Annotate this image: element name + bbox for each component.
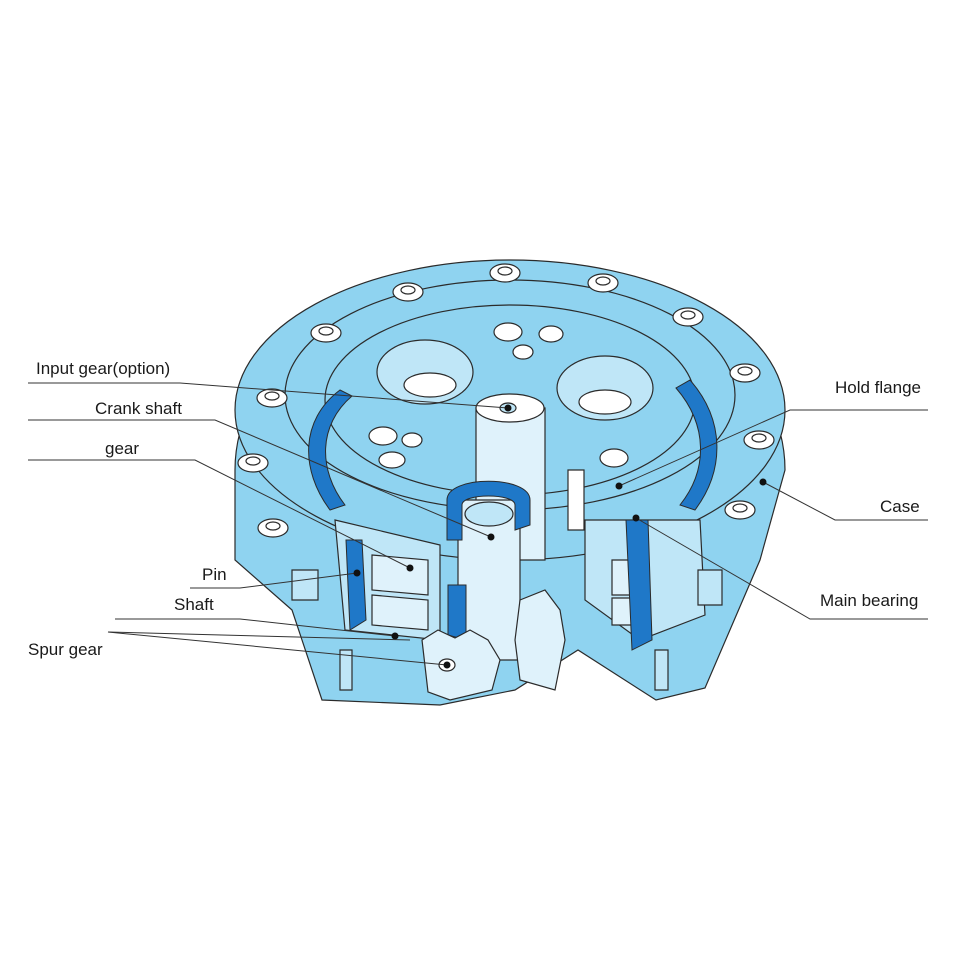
crank-shaft-top	[464, 501, 514, 527]
main-bearing-left-section	[345, 539, 367, 631]
flange-holes	[368, 322, 654, 469]
crank-shaft-bearing	[446, 480, 531, 541]
bolt-hole	[401, 432, 423, 448]
leader-dot-crank-shaft	[487, 533, 495, 541]
label-spur-gear: Spur gear	[28, 640, 103, 659]
reducer-illustration	[234, 259, 786, 706]
leader-dot-pin	[353, 569, 361, 577]
bolt-hole	[538, 325, 564, 343]
leader-dot-input-gear	[504, 404, 512, 412]
label-hold-flange: Hold flange	[835, 378, 921, 397]
leader-pin	[190, 572, 358, 589]
leader-spur-gear-upper	[107, 631, 411, 641]
leader-dot-main-bearing	[632, 514, 640, 522]
bolt	[310, 323, 342, 343]
flange-hole-large-bore	[578, 389, 632, 415]
label-crank-shaft: Crank shaft	[95, 399, 182, 418]
bolt-hole	[378, 451, 406, 469]
label-pin: Pin	[202, 565, 227, 584]
shaft-post	[654, 649, 669, 691]
callout-labels: Input gear(option) Crank shaft gear Pin …	[28, 359, 921, 659]
bolt	[743, 430, 775, 450]
spur-gear-right	[514, 589, 566, 691]
crank-shaft-bearing-lower	[447, 584, 467, 641]
leader-hold-flange	[618, 409, 928, 487]
bolt-hole	[368, 426, 398, 446]
bolt	[237, 453, 269, 473]
leader-gear	[28, 459, 411, 569]
rv-gear-block-left	[371, 554, 429, 596]
bolt-hole	[493, 322, 523, 342]
leader-lines	[28, 382, 928, 669]
spur-gear	[421, 629, 501, 701]
flange-hole-large-bore	[403, 372, 457, 398]
bolt	[257, 518, 289, 538]
label-gear: gear	[105, 439, 139, 458]
leader-dot-spur-gear	[443, 661, 451, 669]
rim-bolts	[237, 263, 775, 538]
bolt-hole	[512, 344, 534, 360]
leader-dot-case	[759, 478, 767, 486]
leader-dot-hold-flange	[615, 482, 623, 490]
shaft-post	[339, 649, 353, 691]
bolt	[587, 273, 619, 293]
leader-dot-gear	[406, 564, 414, 572]
leader-shaft	[115, 618, 396, 637]
label-main-bearing: Main bearing	[820, 591, 918, 610]
bolt-hole	[599, 448, 629, 468]
leader-crank-shaft	[28, 419, 492, 538]
main-bearing-right-band	[675, 379, 718, 511]
leader-dot-shaft	[391, 632, 399, 640]
bolt	[392, 282, 424, 302]
leader-main-bearing	[635, 517, 928, 620]
leader-case	[762, 481, 928, 521]
label-case: Case	[880, 497, 920, 516]
bolt	[672, 307, 704, 327]
main-bearing-right-section	[625, 519, 653, 651]
label-input-gear: Input gear(option)	[36, 359, 170, 378]
bolt	[729, 363, 761, 383]
hold-flange-slot	[567, 469, 585, 531]
main-bearing-left-band	[308, 389, 353, 511]
bolt	[724, 500, 756, 520]
leader-input-gear	[28, 382, 509, 409]
label-shaft: Shaft	[174, 595, 214, 614]
bolt	[489, 263, 521, 283]
bolt	[256, 388, 288, 408]
leader-spur-gear-lower	[107, 631, 448, 666]
case-notch-right	[697, 569, 723, 606]
case-notch-left	[291, 569, 319, 601]
rv-gear-block-left	[371, 594, 429, 631]
